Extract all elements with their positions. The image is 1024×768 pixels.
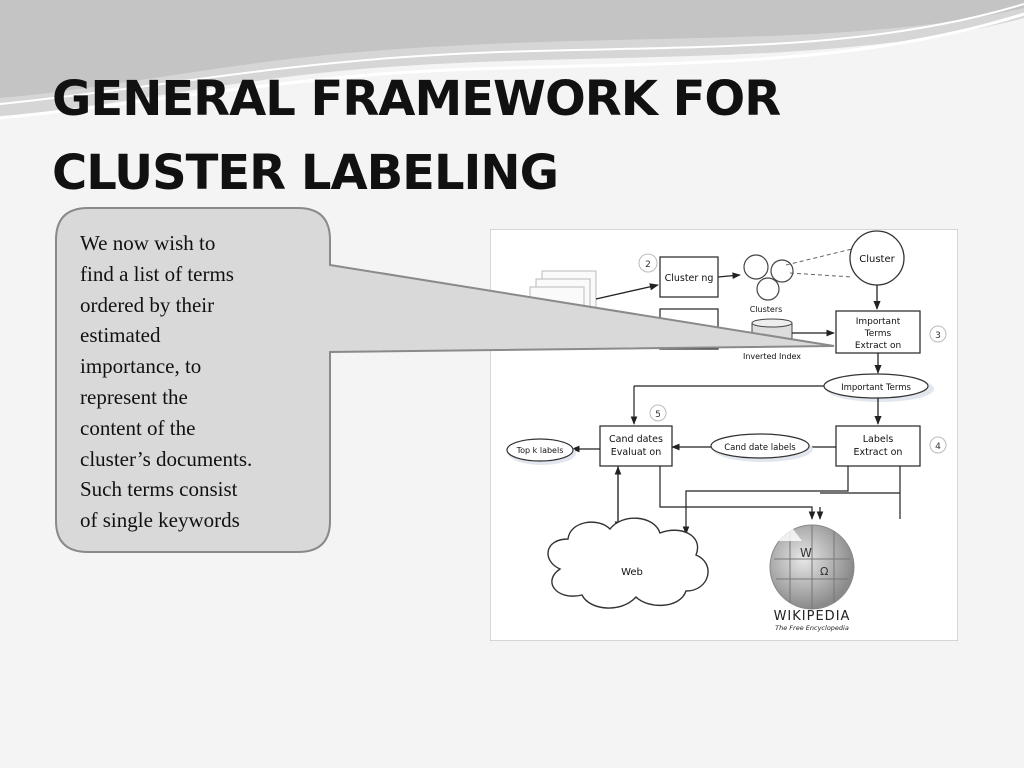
step-number-2: 2 — [645, 260, 651, 270]
callout-line: cluster’s documents. — [80, 446, 253, 471]
web-label: Web — [621, 567, 643, 578]
important-terms-extraction-box — [835, 310, 921, 354]
callout-line: content of the — [80, 415, 196, 440]
clustering-box — [659, 256, 719, 298]
step-number-4: 4 — [935, 442, 941, 452]
labels-box-line: Labels — [863, 434, 894, 445]
callout-line: of single keywords — [80, 508, 240, 533]
svg-text:W: W — [800, 546, 812, 560]
wikipedia-globe-icon: W Ω — [769, 524, 855, 610]
step-number-3: 3 — [935, 331, 941, 341]
step-number-5: 5 — [655, 410, 661, 420]
candidates-evaluation-box — [599, 425, 673, 467]
wikipedia-wordmark: WIKIPEDIA — [774, 609, 851, 624]
top-k-labels-label: Top k labels — [516, 446, 564, 455]
slide-title: GENERAL FRAMEWORK FOR CLUSTER LABELING — [52, 62, 952, 210]
important-terms-box-line: Important — [856, 317, 901, 327]
important-terms-label: Important Terms — [841, 383, 911, 393]
candidates-box-line: Evaluat on — [611, 447, 662, 458]
labels-box-line: Extract on — [854, 447, 903, 458]
important-terms-box-line: Extract on — [855, 341, 901, 351]
callout-text: We now wish to find a list of terms orde… — [80, 228, 320, 536]
callout-line: estimated — [80, 323, 161, 348]
callout-line: importance, to — [80, 354, 202, 379]
wikipedia-tagline: The Free Encyclopedia — [775, 624, 849, 632]
top-k-labels-ellipse — [506, 438, 574, 462]
candidates-box-line: Cand dates — [609, 434, 663, 445]
callout-line: ordered by their — [80, 292, 215, 317]
clusters-label: Clusters — [750, 305, 783, 314]
cluster-node-label: Cluster — [859, 254, 895, 265]
important-terms-box-line: Terms — [864, 329, 892, 339]
header-swoosh — [0, 0, 1024, 120]
clustering-box-label: Cluster ng — [665, 273, 714, 284]
candidate-labels-ellipse — [710, 433, 810, 459]
callout-line: We now wish to — [80, 231, 216, 255]
title-line: CLUSTER LABELING — [52, 145, 559, 201]
svg-text:Ω: Ω — [820, 565, 828, 578]
title-line: GENERAL FRAMEWORK FOR — [52, 71, 781, 127]
callout-line: represent the — [80, 384, 188, 409]
inverted-index-label: Inverted Index — [743, 352, 801, 361]
clusters-icon — [743, 254, 794, 301]
callout-line: Such terms consist — [80, 477, 238, 502]
callout-line: find a list of terms — [80, 261, 234, 286]
labels-extraction-box — [835, 425, 921, 467]
candidate-labels-label: Cand date labels — [724, 443, 796, 453]
web-cloud-icon — [547, 517, 709, 609]
